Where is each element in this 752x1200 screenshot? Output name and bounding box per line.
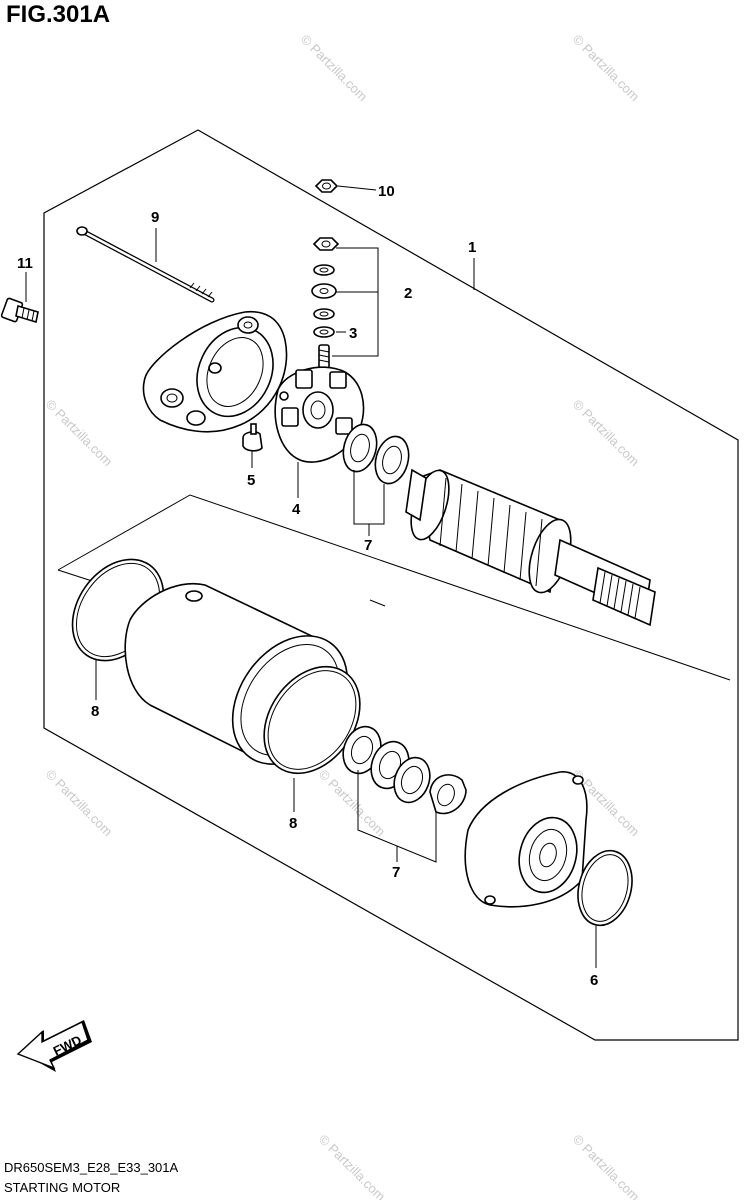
callout-7-upper: 7 bbox=[364, 537, 372, 554]
callout-8-left: 8 bbox=[91, 703, 99, 720]
inner-guide-line bbox=[369, 599, 386, 607]
callout-10: 10 bbox=[378, 183, 395, 200]
callout-4: 4 bbox=[292, 501, 301, 518]
watermark: © Partzilla.com bbox=[43, 767, 116, 840]
watermark: © Partzilla.com bbox=[570, 1132, 643, 1200]
assembly-outline bbox=[43, 129, 739, 1041]
figure-name: STARTING MOTOR bbox=[4, 1180, 120, 1195]
inner-guide-line bbox=[57, 494, 731, 681]
o-ring-right bbox=[263, 665, 361, 775]
leader-lines bbox=[25, 185, 597, 968]
callout-11: 11 bbox=[17, 255, 33, 272]
callout-8-right: 8 bbox=[289, 815, 297, 832]
watermark: © Partzilla.com bbox=[43, 397, 116, 470]
brush-clip bbox=[242, 423, 263, 452]
terminal-hardware bbox=[311, 237, 340, 338]
callout-2: 2 bbox=[404, 285, 412, 302]
front-o-ring bbox=[577, 849, 633, 927]
nut bbox=[314, 179, 339, 193]
figure-code: DR650SEM3_E28_E33_301A bbox=[4, 1160, 179, 1175]
watermark: © Partzilla.com bbox=[570, 397, 643, 470]
callout-6: 6 bbox=[590, 972, 598, 989]
through-bolt bbox=[76, 226, 215, 303]
lower-shims bbox=[342, 725, 467, 815]
watermark: © Partzilla.com bbox=[298, 32, 371, 105]
upper-shims bbox=[342, 423, 410, 485]
figure-title: FIG.301A bbox=[6, 1, 110, 28]
rear-end-cover bbox=[142, 310, 288, 433]
watermark: © Partzilla.com bbox=[316, 1132, 389, 1200]
forward-arrow-icon: FWD bbox=[16, 1020, 92, 1072]
small-bolt bbox=[0, 297, 39, 324]
callout-7-lower: 7 bbox=[392, 864, 400, 881]
callout-9: 9 bbox=[151, 209, 159, 226]
callout-labels: 1 2 3 4 5 6 7 7 8 8 9 10 11 bbox=[17, 183, 598, 989]
callout-1: 1 bbox=[468, 239, 476, 256]
armature bbox=[405, 468, 656, 627]
callout-5: 5 bbox=[247, 472, 255, 489]
front-end-cover bbox=[464, 771, 588, 908]
callout-3: 3 bbox=[349, 325, 357, 342]
watermark: © Partzilla.com bbox=[570, 32, 643, 105]
